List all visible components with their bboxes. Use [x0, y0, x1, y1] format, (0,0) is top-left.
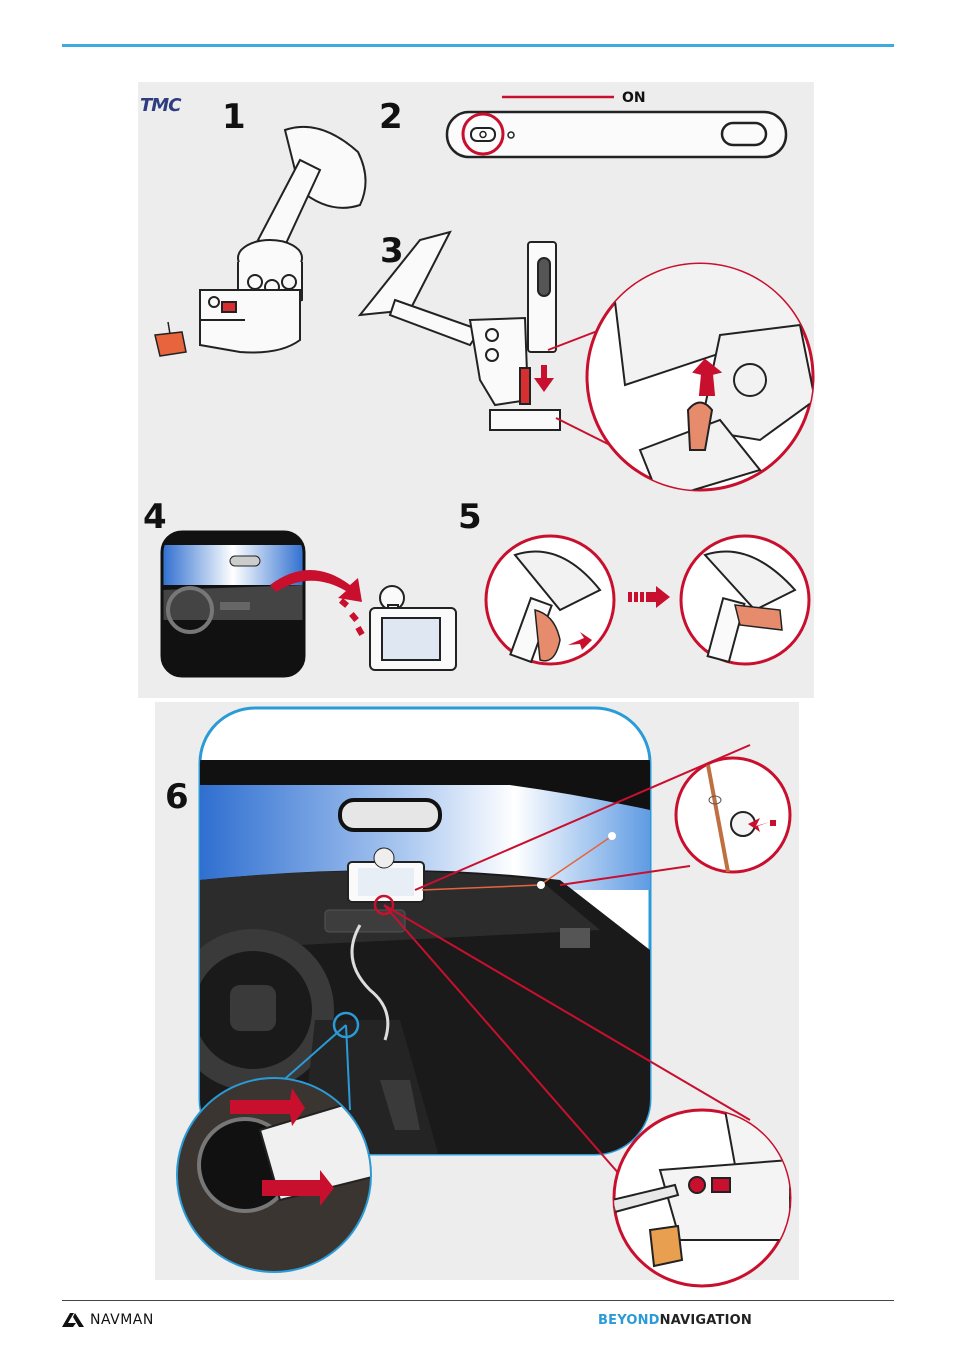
brand-name: NAVMAN — [90, 1312, 154, 1328]
step-number-2: 2 — [379, 100, 403, 134]
footer-brand: NAVMAN — [62, 1312, 154, 1328]
step-number-1: 1 — [222, 100, 246, 134]
step4-car-interior — [162, 532, 304, 676]
step-number-4: 4 — [143, 500, 167, 534]
step-number-5: 5 — [458, 500, 482, 534]
step6-receiver-plug-detail — [612, 1110, 790, 1286]
footer-tagline: BEYONDNAVIGATION — [598, 1313, 752, 1328]
power-on-label: ON — [622, 90, 646, 106]
step5-before — [486, 536, 614, 664]
step-number-3: 3 — [380, 234, 404, 268]
step6-windshield-clip-detail — [676, 758, 790, 872]
tagline-beyond: BEYOND — [598, 1313, 660, 1328]
tagline-navigation: NAVIGATION — [660, 1313, 752, 1328]
step-number-6: 6 — [165, 780, 189, 814]
footer-rule — [62, 1300, 894, 1301]
navman-logo-icon — [62, 1313, 84, 1327]
step5-after — [681, 536, 809, 664]
tmc-badge: TMC — [140, 95, 196, 115]
